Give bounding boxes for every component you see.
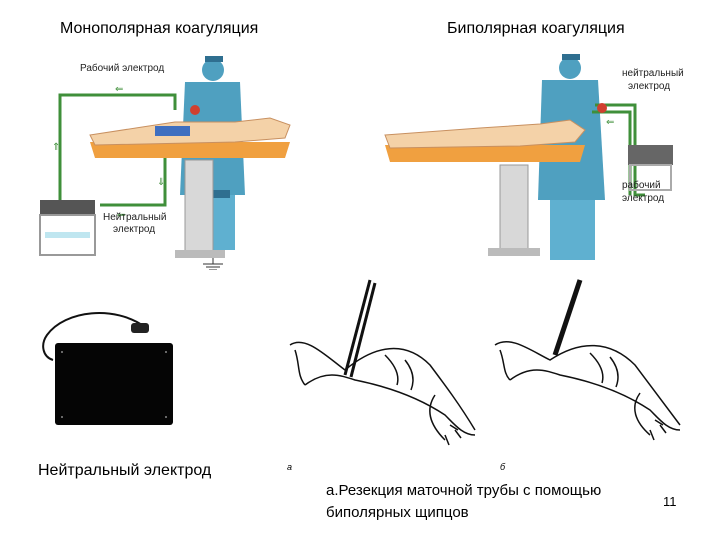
- svg-text:⇑: ⇑: [52, 142, 60, 153]
- monopolar-illustration: ⇐ ⇑ ⇓ ⇐ Рабочий электрод Нейтральный эле…: [35, 50, 300, 270]
- electrode-pad: [55, 343, 173, 425]
- bi-label-neutral-2: электрод: [628, 81, 670, 93]
- bi-label-working-2: электрод: [622, 193, 664, 205]
- page-number: 11: [663, 494, 677, 509]
- mono-label-neutral-2: электрод: [113, 224, 155, 236]
- title-monopolar: Монополярная коагуляция: [60, 20, 258, 38]
- electrode-connector: [131, 323, 149, 333]
- mono-label-neutral-1: Нейтральный: [103, 212, 166, 224]
- resection-caption-line2: биполярных щипцов: [326, 503, 469, 523]
- neutral-electrode-photo: [35, 305, 185, 430]
- bipolar-patient: [385, 120, 585, 148]
- neutral-electrode-svg: [35, 305, 185, 430]
- figure-letter-b: б: [500, 462, 505, 472]
- monopolar-drape: [155, 126, 190, 136]
- figure-letter-a: а: [287, 462, 292, 472]
- resection-illustration: [285, 275, 695, 470]
- svg-text:⇐: ⇐: [115, 84, 123, 95]
- svg-text:⇐: ⇐: [606, 117, 614, 128]
- bipolar-generator: [628, 145, 673, 165]
- bi-label-neutral-1: нейтральный: [622, 68, 684, 80]
- surgeon-head: [202, 59, 224, 81]
- monopolar-scene-svg: ⇐ ⇑ ⇓ ⇐: [35, 50, 300, 270]
- neutral-electrode-caption: Нейтральный электрод: [38, 462, 211, 480]
- title-bipolar: Биполярная коагуляция: [447, 20, 625, 38]
- bipolar-illustration: ⇐ ⇑ нейтральный электрод рабочий электро…: [370, 50, 680, 265]
- svg-text:⇓: ⇓: [157, 177, 165, 188]
- monopolar-generator: [40, 200, 95, 215]
- resection-caption-line1: а.Резекция маточной трубы с помощью: [326, 481, 601, 501]
- mono-label-working-electrode: Рабочий электрод: [80, 63, 164, 75]
- bi-label-working-1: рабочий: [622, 180, 661, 192]
- resection-svg: [285, 275, 695, 470]
- resection-drawing-b: [495, 280, 680, 440]
- resection-drawing-a: [290, 280, 475, 445]
